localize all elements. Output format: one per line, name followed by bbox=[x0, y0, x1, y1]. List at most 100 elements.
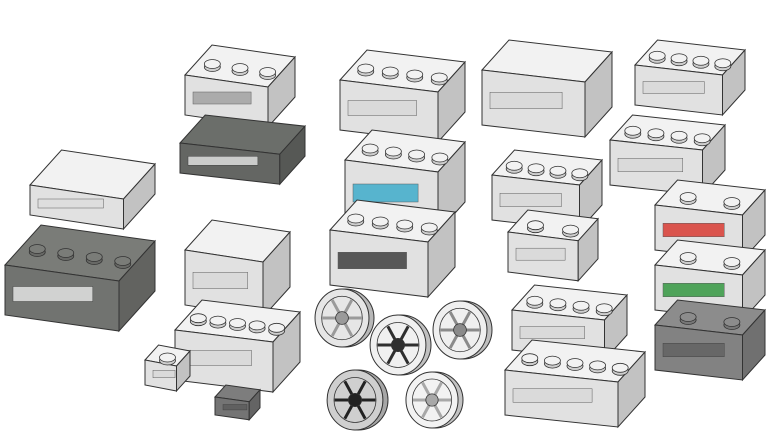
decoration bbox=[662, 283, 725, 297]
hub bbox=[453, 323, 467, 337]
decoration bbox=[347, 100, 417, 116]
decoration bbox=[662, 343, 725, 357]
stud-top bbox=[527, 220, 544, 231]
decoration bbox=[617, 158, 683, 172]
side-face bbox=[579, 158, 603, 232]
stud-top bbox=[549, 165, 567, 176]
stud-top bbox=[259, 67, 277, 77]
bumper-top-center bbox=[338, 49, 467, 144]
side-face bbox=[123, 162, 156, 231]
decoration bbox=[512, 388, 593, 403]
stud-top bbox=[714, 58, 732, 69]
stud-top bbox=[408, 149, 426, 160]
stud-top bbox=[209, 315, 227, 326]
stud-top bbox=[203, 59, 221, 69]
side-face bbox=[427, 210, 456, 299]
decoration bbox=[192, 272, 248, 289]
decoration bbox=[222, 404, 248, 411]
side-face bbox=[604, 293, 628, 362]
decoration bbox=[337, 252, 407, 269]
stud-top bbox=[624, 125, 642, 136]
decoration bbox=[152, 370, 176, 378]
curved-brick-grey bbox=[653, 299, 767, 382]
stud-top bbox=[571, 168, 589, 179]
wheel-rim-3 bbox=[432, 300, 493, 360]
hub bbox=[335, 311, 349, 325]
stud-top bbox=[647, 128, 665, 139]
stud-top bbox=[85, 252, 103, 262]
stud-top bbox=[189, 313, 207, 324]
stud-top bbox=[406, 69, 424, 80]
stud-top bbox=[231, 63, 249, 73]
decoration bbox=[352, 183, 419, 203]
rim-ring bbox=[333, 377, 377, 423]
stud-top bbox=[723, 317, 741, 327]
stud-top bbox=[57, 248, 75, 258]
decoration bbox=[12, 286, 94, 302]
stud-top bbox=[544, 355, 561, 366]
stud-top bbox=[28, 244, 46, 254]
decoration bbox=[515, 247, 566, 261]
side-face bbox=[272, 310, 301, 394]
stud-top bbox=[521, 353, 539, 364]
stud-top bbox=[420, 222, 438, 233]
side-face bbox=[702, 123, 726, 197]
stud-top bbox=[357, 63, 375, 74]
decoration bbox=[192, 91, 252, 105]
stud-top bbox=[692, 55, 710, 66]
stud-top bbox=[572, 300, 590, 311]
decoration bbox=[642, 81, 705, 94]
stud-top bbox=[526, 295, 544, 306]
wheel-rim-2 bbox=[369, 314, 432, 376]
stud-top bbox=[505, 160, 523, 171]
stud-top bbox=[396, 219, 414, 230]
stud-top bbox=[566, 358, 584, 368]
rim-ring bbox=[376, 322, 420, 368]
bumper-right-top bbox=[633, 39, 747, 117]
bumper-black-grille bbox=[328, 199, 457, 299]
stud-top bbox=[549, 298, 567, 309]
stud-top bbox=[527, 163, 545, 174]
decoration bbox=[489, 92, 563, 109]
stud-top bbox=[679, 252, 697, 262]
stud-top bbox=[723, 197, 741, 207]
stud-top bbox=[371, 216, 389, 227]
side-face bbox=[279, 124, 306, 186]
side-face bbox=[584, 50, 613, 139]
stud-top bbox=[562, 224, 579, 235]
side-face bbox=[722, 48, 746, 117]
side-face bbox=[742, 308, 766, 382]
stud-top bbox=[589, 360, 606, 371]
stud-top bbox=[611, 362, 629, 373]
decoration bbox=[182, 350, 252, 366]
stud-top bbox=[723, 257, 741, 267]
stud-top bbox=[648, 50, 666, 61]
front-bumper bbox=[173, 299, 302, 394]
stud-top bbox=[430, 72, 448, 83]
hub bbox=[425, 393, 439, 407]
stud-top bbox=[361, 143, 379, 154]
grey-clip bbox=[213, 384, 262, 422]
side-face bbox=[577, 217, 599, 283]
stud-top bbox=[268, 322, 286, 333]
hood-panel bbox=[29, 149, 156, 231]
wing-dark bbox=[178, 114, 307, 186]
decoration bbox=[37, 198, 104, 209]
side-face bbox=[248, 388, 261, 422]
stud-top bbox=[693, 133, 711, 144]
hub bbox=[347, 392, 362, 407]
wheel-with-tire bbox=[326, 369, 389, 431]
decoration bbox=[499, 193, 562, 207]
wedge-plate bbox=[506, 209, 600, 283]
rim-ring bbox=[439, 307, 481, 353]
stud-top bbox=[347, 213, 365, 224]
stud-top bbox=[248, 320, 266, 331]
stud-top bbox=[114, 256, 132, 266]
bumper-wide bbox=[480, 39, 614, 139]
side-face bbox=[742, 188, 766, 262]
grille-printed bbox=[343, 129, 467, 234]
wheel-rim-5 bbox=[405, 371, 464, 429]
side-face bbox=[617, 350, 646, 429]
